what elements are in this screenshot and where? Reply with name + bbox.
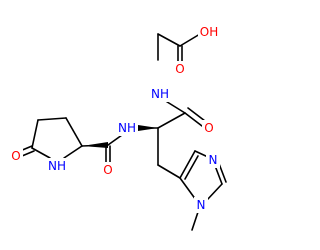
atom-label-lactam-o: O xyxy=(11,149,20,163)
stereo-wedge-alpha xyxy=(138,125,158,131)
bond-cooh-c-ch2 xyxy=(157,33,181,47)
atom-label-glycine-nh: NH xyxy=(151,87,169,101)
bond-ring-c3-c4 xyxy=(37,117,67,121)
bonds xyxy=(19,33,227,231)
atom-label-amide-o-left: O xyxy=(103,163,112,177)
bond-ring-c4-c5 xyxy=(31,119,39,149)
bond-cooh-c-oh xyxy=(179,33,201,47)
bond-carbonyl-alpha xyxy=(157,112,186,129)
bond-ch2-imidazole xyxy=(157,164,181,179)
atom-label-amide-o-right: O xyxy=(204,121,213,135)
bond-imid-c2-n1 xyxy=(206,183,223,201)
bond-imid-c4-n3 xyxy=(194,150,209,158)
atom-label-carboxyl-o: O xyxy=(175,62,184,76)
atom-label-carboxyl-oh: OH xyxy=(200,25,218,39)
bond-imid-c5-c4-a xyxy=(179,150,196,179)
atom-label-imidazole-n-top: N xyxy=(209,153,218,167)
bond-nh-left-carbonyl xyxy=(107,134,123,146)
atom-label-ring-nh: NH xyxy=(48,159,66,173)
bond-n-methyl xyxy=(191,211,199,231)
atom-labels: OH O NH O NH O NH O N N xyxy=(9,24,220,213)
molecule-structure: OH O NH O NH O NH O N N xyxy=(9,24,227,231)
bond-imid-n1-c5 xyxy=(179,177,197,201)
bond-ring-n-c2 xyxy=(63,145,83,159)
bond-carbonyl-o-b xyxy=(187,107,206,122)
atom-label-imidazole-n-methyl: N xyxy=(197,198,206,212)
bond-ring-c5-n xyxy=(31,147,51,159)
bond-carbonyl-o-a xyxy=(184,112,203,127)
bond-nh-carbonyl-c xyxy=(163,99,186,114)
stereo-wedge-ring xyxy=(82,142,108,148)
bond-imid-c5-c4-b xyxy=(184,155,199,180)
bond-ring-c2-c3 xyxy=(65,117,83,147)
bond-lactam-o-b xyxy=(21,150,35,157)
atom-label-alpha-nh: NH xyxy=(118,121,136,135)
